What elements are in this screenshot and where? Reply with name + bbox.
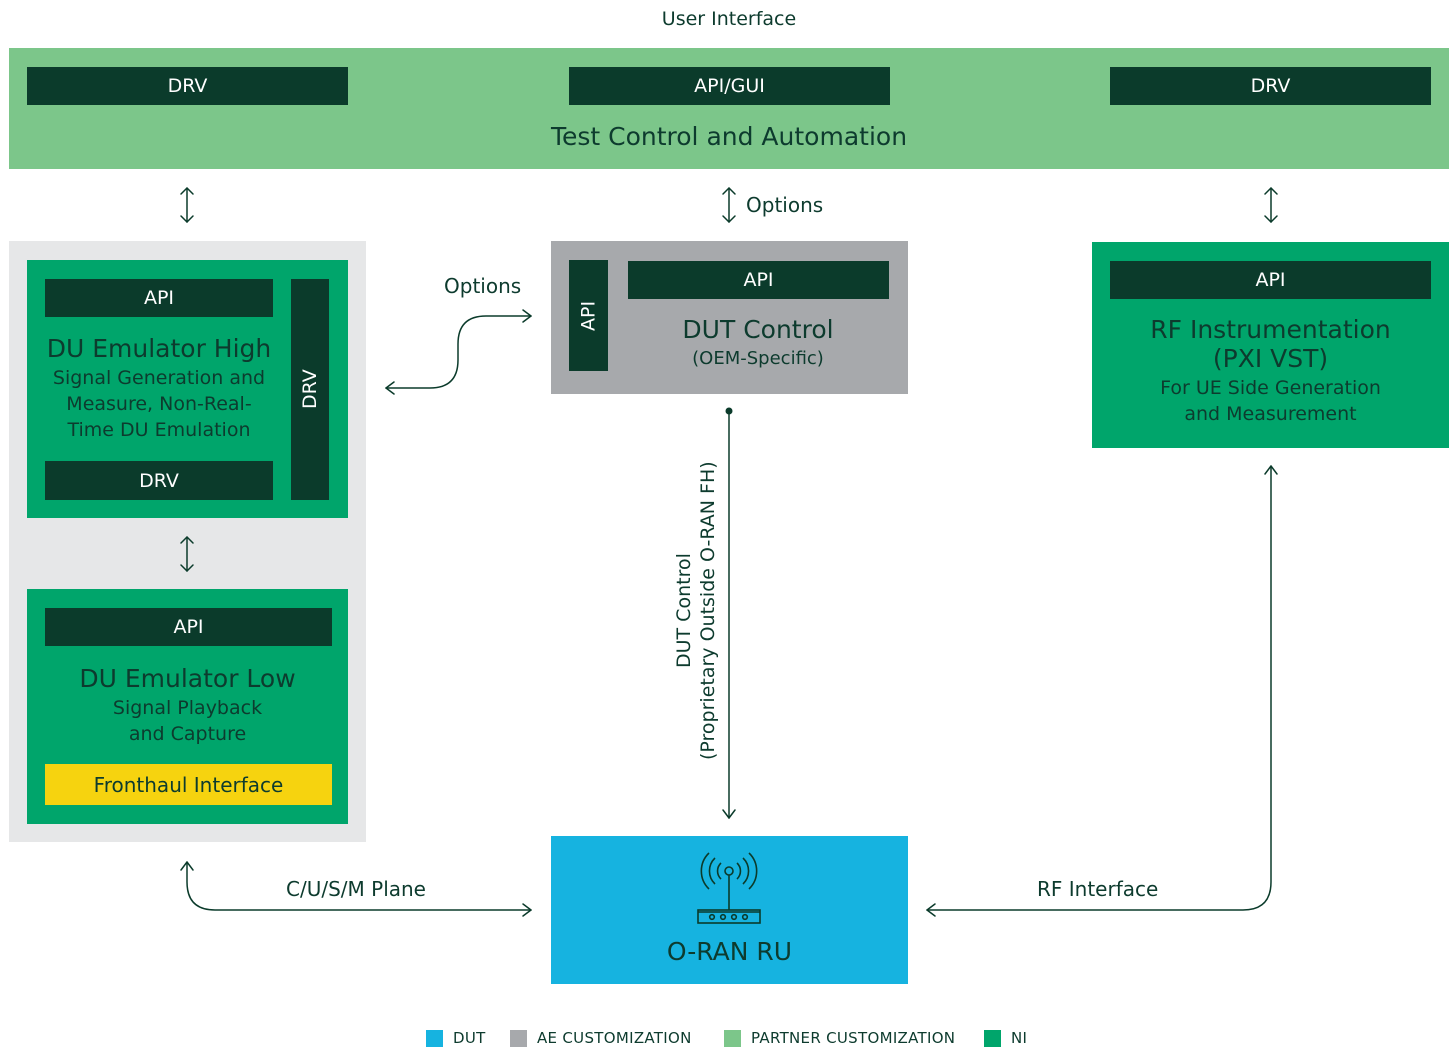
- du-high-sub2: Measure, Non-Real-: [66, 393, 252, 415]
- du-low-api-block: API: [45, 608, 332, 646]
- du-low-title: DU Emulator Low: [79, 664, 296, 693]
- user-interface-label: User Interface: [661, 8, 797, 30]
- du-low-sub2: and Capture: [128, 723, 247, 745]
- legend-swatch-partner: [724, 1029, 741, 1047]
- legend-label-ae: AE CUSTOMIZATION: [537, 1029, 692, 1047]
- fronthaul-interface-block: Fronthaul Interface: [45, 764, 332, 805]
- legend-item-partner: PARTNER CUSTOMIZATION: [724, 1029, 955, 1047]
- arrow-du-high-du-low: [180, 536, 194, 572]
- antenna-router-icon: [697, 852, 761, 924]
- oran-ru-title: O-RAN RU: [666, 937, 793, 966]
- arrow-options-curve: [385, 309, 532, 395]
- rf-title2: (PXI VST): [1212, 344, 1329, 373]
- rf-sub1: For UE Side Generation: [1160, 377, 1381, 399]
- legend-swatch-ni: [984, 1029, 1001, 1047]
- legend-label-dut: DUT: [453, 1029, 486, 1047]
- options-top-label: Options: [746, 193, 824, 217]
- legend-item-dut: DUT: [426, 1029, 486, 1047]
- du-low-text: DU Emulator Low Signal Playback and Capt…: [27, 664, 348, 747]
- legend-item-ae: AE CUSTOMIZATION: [510, 1029, 692, 1047]
- legend-label-ni: NI: [1011, 1029, 1028, 1047]
- drv-left-block: DRV: [27, 67, 348, 105]
- du-high-sub1: Signal Generation and: [52, 367, 266, 389]
- arrow-cusm-plane: [180, 861, 532, 917]
- drv-right-block: DRV: [1110, 67, 1431, 105]
- du-low-sub1: Signal Playback: [112, 697, 263, 719]
- legend-swatch-ae: [510, 1029, 527, 1047]
- legend-label-partner: PARTNER CUSTOMIZATION: [751, 1029, 956, 1047]
- rf-text: RF Instrumentation (PXI VST) For UE Side…: [1092, 315, 1449, 427]
- du-high-api-block: API: [45, 279, 273, 317]
- rf-interface-label: RF Interface: [1037, 877, 1159, 901]
- du-high-sub3: Time DU Emulation: [67, 419, 251, 441]
- arrow-header-dut-control: [722, 187, 736, 223]
- legend-item-ni: NI: [984, 1029, 1027, 1047]
- arrow-rf-interface: [926, 465, 1278, 917]
- test-control-title: Test Control and Automation: [550, 122, 908, 151]
- rf-api-block: API: [1110, 261, 1431, 299]
- arrow-header-rf: [1264, 187, 1278, 223]
- dut-control-sub: (OEM-Specific): [692, 348, 824, 369]
- rf-title1: RF Instrumentation: [1150, 315, 1391, 344]
- arrow-header-du-high: [180, 187, 194, 223]
- dut-control-text: DUT Control (OEM-Specific): [608, 315, 908, 372]
- api-gui-block: API/GUI: [569, 67, 890, 105]
- dut-control-api-top-block: API: [628, 261, 889, 299]
- du-high-title: DU Emulator High: [46, 334, 272, 363]
- options-left-label: Options: [444, 274, 522, 298]
- dut-control-link-dot: [725, 407, 733, 415]
- rf-sub2: and Measurement: [1184, 403, 1357, 425]
- du-high-drv-bottom-block: DRV: [45, 461, 273, 500]
- arrow-dut-control-oran: [722, 410, 736, 819]
- du-high-text: DU Emulator High Signal Generation and M…: [35, 334, 283, 443]
- dut-control-title: DUT Control: [682, 315, 834, 344]
- legend-swatch-dut: [426, 1029, 443, 1047]
- cusm-plane-label: C/U/S/M Plane: [286, 877, 426, 901]
